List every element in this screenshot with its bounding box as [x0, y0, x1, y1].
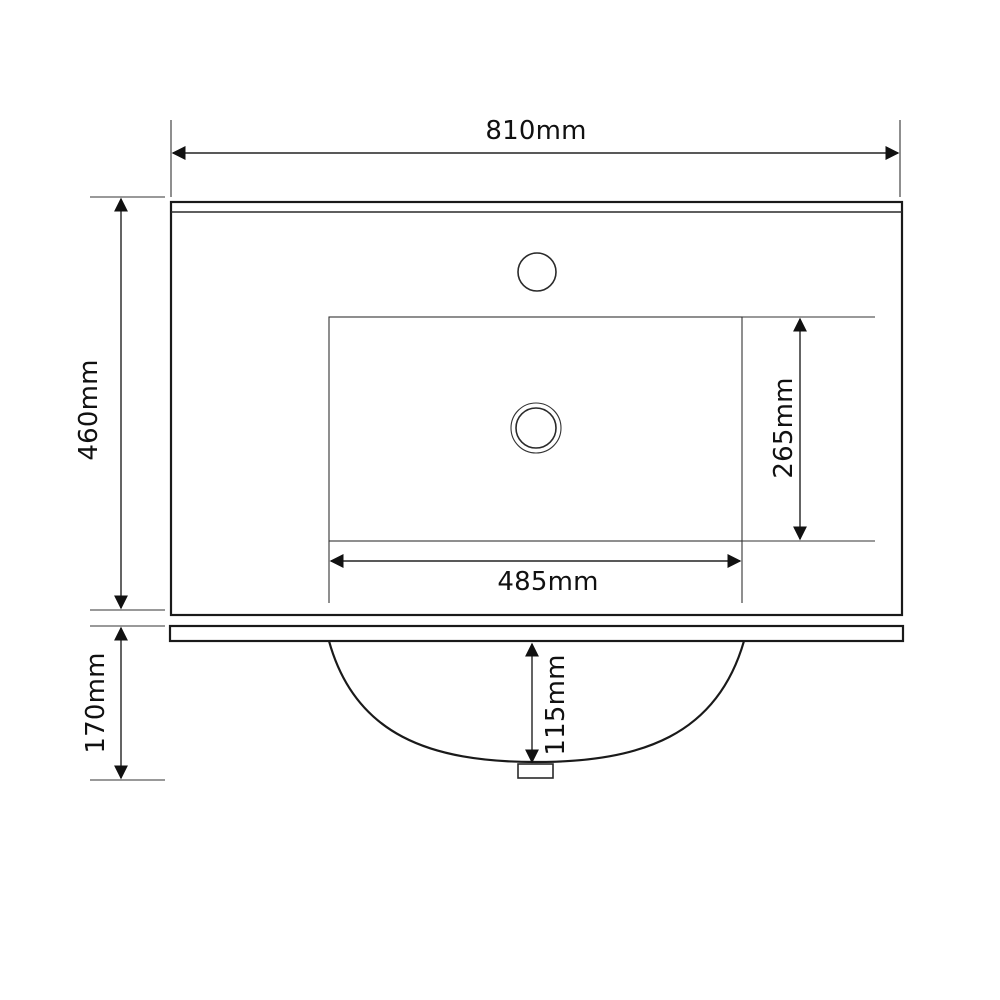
side-view	[168, 624, 905, 779]
label-basin-depth: 265mm	[769, 377, 799, 478]
label-width-total: 810mm	[485, 116, 586, 146]
waste-outlet	[517, 763, 554, 779]
drain-outer-icon	[510, 402, 562, 454]
dimension-height-total: 170mm	[81, 626, 128, 780]
drain-inner-icon	[515, 407, 557, 449]
dimension-basin-depth: 265mm	[769, 317, 807, 541]
countertop-outline	[169, 200, 904, 617]
dimension-basin-width: 485mm	[329, 554, 742, 597]
label-bowl-height: 115mm	[541, 654, 571, 755]
top-view	[169, 200, 904, 617]
dimension-bowl-height: 115mm	[525, 642, 571, 764]
side-slab	[168, 624, 905, 643]
dimension-width-total: 810mm	[171, 116, 900, 160]
dimension-depth-total: 460mm	[74, 197, 128, 610]
label-depth-total: 460mm	[74, 359, 104, 460]
side-bowl	[327, 640, 746, 764]
tap-hole-icon	[517, 252, 557, 292]
label-basin-width: 485mm	[497, 567, 598, 597]
basin-outline	[328, 316, 743, 542]
label-height-total: 170mm	[81, 652, 111, 753]
